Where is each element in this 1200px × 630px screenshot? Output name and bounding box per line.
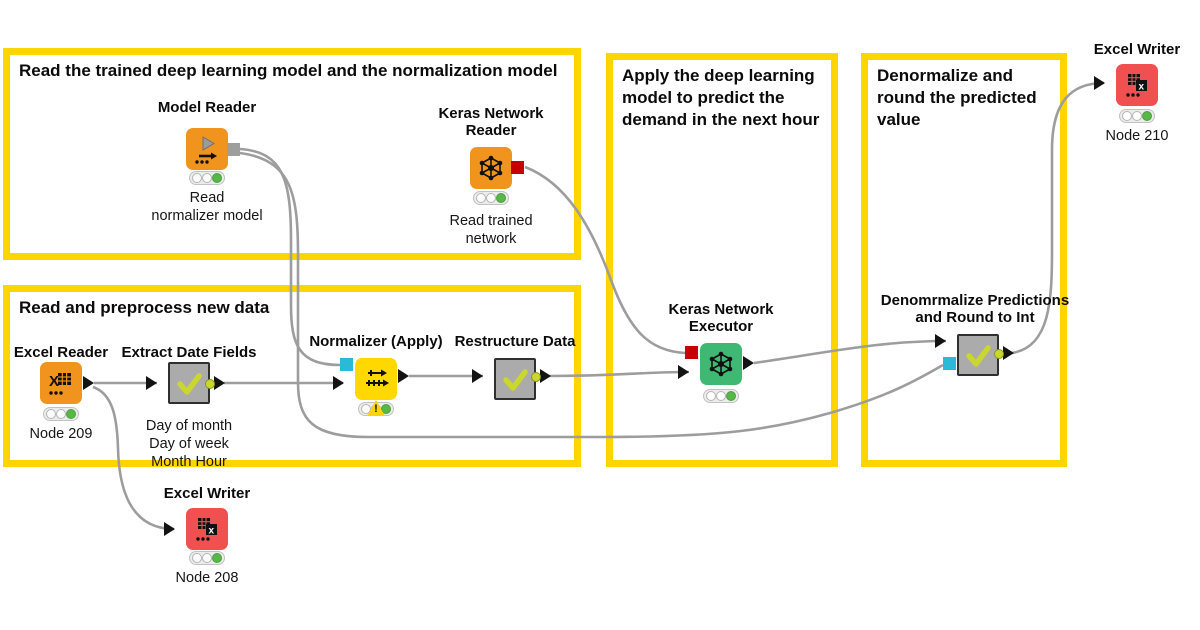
data-input-port[interactable] [164,522,175,536]
excel-writer-icon: x [196,518,217,541]
model-input-port[interactable] [340,358,353,371]
node-label: Keras Network Executor [668,301,774,336]
node-comment: Read normalizer model [151,190,263,224]
data-output-port[interactable] [540,369,551,383]
annotation-title: Read and preprocess new data [19,298,270,317]
data-input-port[interactable] [146,376,157,390]
annotation-title: Denormalize and round the predicted valu… [877,66,1037,129]
excel-writer-icon: x [1126,74,1147,97]
normalizer-icon [366,369,389,387]
svg-text:x: x [209,526,215,537]
model-reader-icon [195,136,217,164]
annotation-denormalize[interactable]: Denormalize and round the predicted valu… [861,53,1067,467]
node-comment: Node 209 [29,426,93,442]
node-comment: Node 208 [175,570,239,586]
node-excel-reader[interactable]: X [40,362,82,404]
node-denormalize-predictions[interactable] [957,334,999,376]
node-label: Extract Date Fields [121,344,257,361]
connection-denorm-writer210[interactable] [1011,81,1105,355]
data-output-port[interactable] [83,376,94,390]
annotation-title: Apply the deep learning model to predict… [622,66,820,129]
connection-kerasreader-executor[interactable] [524,165,686,355]
connection-executor-denorm[interactable] [753,339,947,365]
checkmark-icon [966,345,991,367]
node-label: Keras Network Reader [438,105,544,140]
node-label: Denomrmalize Predictions and Round to In… [880,292,1070,327]
node-excel-writer-210[interactable]: x [1116,64,1158,106]
network-input-port[interactable] [685,346,698,359]
node-label: Normalizer (Apply) [309,333,443,350]
checkmark-icon [177,373,202,395]
data-output-port[interactable] [1003,346,1014,360]
network-output-port[interactable] [511,161,524,174]
node-label: Excel Writer [1093,41,1181,58]
node-comment: Day of month Day of week Month Hour [145,418,233,470]
excel-reader-icon: X [49,373,71,395]
node-keras-network-reader[interactable] [470,147,512,189]
svg-text:X: X [49,373,59,390]
data-input-port[interactable] [935,334,946,348]
checkmark-icon [503,369,528,391]
svg-text:x: x [1139,82,1145,93]
node-model-reader[interactable] [186,128,228,170]
component-output-dot [994,349,1004,359]
node-comment: Node 210 [1105,128,1169,144]
data-input-port[interactable] [1094,76,1105,90]
component-output-dot [531,372,541,382]
model-input-port[interactable] [943,357,956,370]
traffic-light [1119,109,1155,123]
node-extract-date-fields[interactable] [168,362,210,404]
data-output-port[interactable] [398,369,409,383]
connection-modelreader-denorm[interactable] [239,151,944,439]
node-excel-writer-208[interactable]: x [186,508,228,550]
traffic-light [43,407,79,421]
annotation-apply-model[interactable]: Apply the deep learning model to predict… [606,53,838,467]
node-label: Excel Writer [163,485,251,502]
keras-network-icon [479,155,503,181]
data-input-port[interactable] [678,365,689,379]
connection-modelreader-normalizer[interactable] [239,147,341,367]
data-input-port[interactable] [333,376,344,390]
traffic-light [189,171,225,185]
data-output-port[interactable] [214,376,225,390]
data-output-port[interactable] [743,356,754,370]
node-keras-network-executor[interactable] [700,343,742,385]
node-label: Excel Reader [13,344,109,361]
node-comment: Read trained network [449,213,533,247]
connection-restructure-executor[interactable] [547,370,690,378]
node-label: Model Reader [157,99,257,116]
data-input-port[interactable] [472,369,483,383]
traffic-light [189,551,225,565]
model-output-port[interactable] [227,143,240,156]
connection-excelreader-writer208[interactable] [92,385,175,531]
node-restructure-data[interactable] [494,358,536,400]
traffic-light [473,191,509,205]
keras-network-icon [709,351,733,377]
traffic-light [703,389,739,403]
annotation-title: Read the trained deep learning model and… [19,61,558,80]
node-label: Restructure Data [454,333,576,350]
component-output-dot [205,379,215,389]
node-normalizer-apply[interactable] [355,358,397,400]
